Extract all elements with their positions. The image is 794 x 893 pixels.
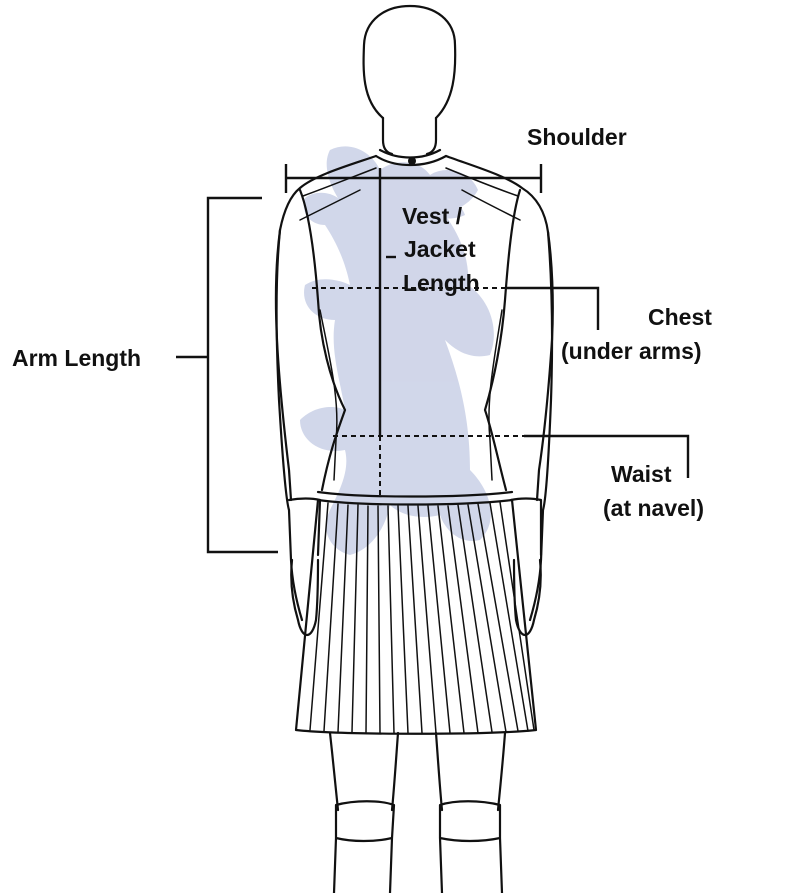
right-arm-outline xyxy=(528,230,554,622)
chest-label-line2: (under arms) xyxy=(561,338,702,364)
chest-label-line1: Chest xyxy=(648,304,712,330)
jacket-seam-left xyxy=(299,167,377,221)
left-arm-outline xyxy=(275,228,304,622)
shoulder-label: Shoulder xyxy=(527,124,627,150)
neck-outline xyxy=(381,116,438,156)
right-hand xyxy=(512,558,542,637)
collar-button xyxy=(408,157,416,165)
jacket-seam-right xyxy=(445,167,521,221)
shoulder-measure-line xyxy=(284,164,543,193)
arm-length-label: Arm Length xyxy=(12,345,142,371)
waist-label-line2: (at navel) xyxy=(603,495,704,521)
kilt-outline xyxy=(294,498,538,735)
arm-length-bracket xyxy=(176,196,278,554)
waist-label-line1: Waist xyxy=(611,461,672,487)
vest-jacket-label-line1: Vest / xyxy=(402,203,463,229)
head-outline xyxy=(362,4,457,120)
right-cuff xyxy=(509,497,543,557)
vest-jacket-label-line3: Length xyxy=(403,270,480,296)
jacket-side-panel-right xyxy=(488,309,503,481)
left-hand xyxy=(290,558,320,637)
jacket-side-panel-left xyxy=(319,309,338,481)
lion-watermark xyxy=(300,146,494,555)
kilt-pleats xyxy=(309,501,535,734)
legs-outline xyxy=(328,731,507,812)
left-sock xyxy=(332,800,396,893)
kilt-waistband xyxy=(316,490,514,506)
right-sock xyxy=(438,800,504,893)
chest-leader-line xyxy=(506,286,600,330)
vest-jacket-label-line2: Jacket xyxy=(404,236,476,262)
jacket-armhole-right xyxy=(483,188,522,492)
collar-outline xyxy=(374,148,448,166)
waist-leader-line xyxy=(524,434,690,478)
jacket-armhole-left xyxy=(298,188,347,492)
